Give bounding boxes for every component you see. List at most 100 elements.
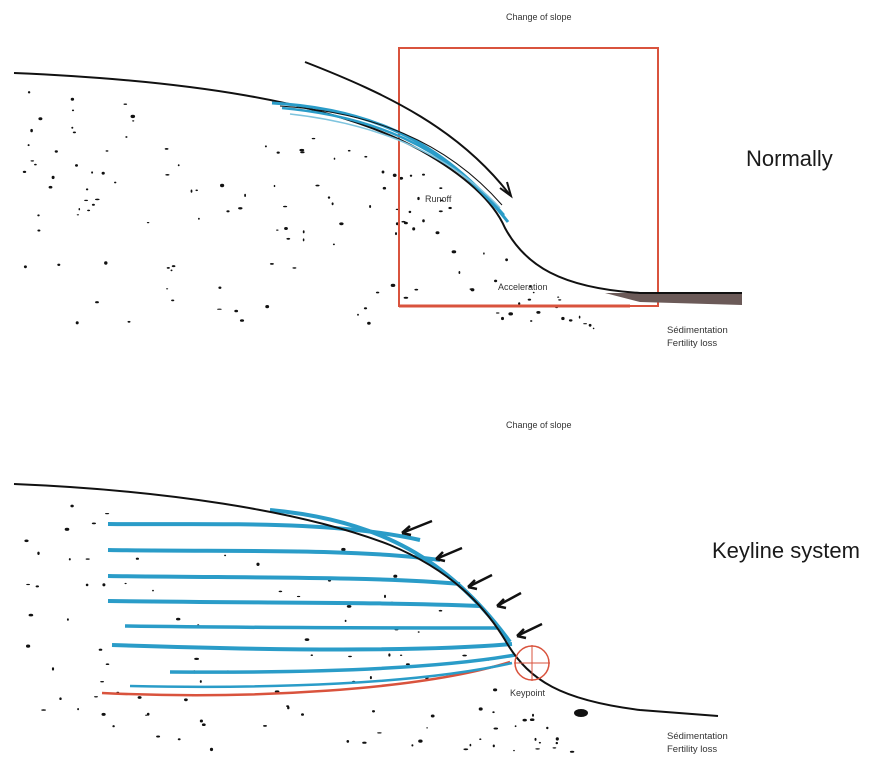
soil-particle: [24, 539, 29, 543]
soil-particle: [130, 114, 136, 119]
soil-particle: [495, 312, 500, 314]
soil-particle: [195, 189, 198, 192]
soil-particle: [100, 681, 104, 683]
soil-particle: [382, 186, 387, 190]
runoff-label: Runoff: [425, 194, 452, 204]
soil-particle: [194, 657, 200, 661]
soil-particle: [426, 727, 428, 729]
soil-particle: [220, 183, 225, 188]
soil-particle: [494, 279, 498, 283]
keyline-panel: [13, 483, 719, 753]
fertility-loss-label-bottom: Fertility loss: [667, 744, 718, 755]
soil-particle: [264, 145, 267, 148]
soil-particle: [399, 176, 404, 180]
soil-particle: [390, 283, 396, 287]
soil-particle: [439, 187, 443, 190]
soil-particle: [59, 697, 62, 700]
soil-particle: [332, 243, 335, 246]
soil-particle: [341, 547, 346, 552]
keyline-channel: [124, 624, 499, 630]
soil-particle: [422, 219, 425, 223]
soil-particle: [274, 690, 280, 693]
incoming-arrows: [401, 519, 543, 640]
soil-particle: [68, 558, 71, 561]
runoff-water-1: [271, 101, 510, 223]
soil-particle: [85, 188, 89, 191]
soil-particle: [284, 227, 288, 230]
soil-particle: [35, 585, 39, 588]
soil-particle: [310, 654, 313, 656]
soil-particle: [27, 144, 30, 147]
soil-particle: [41, 709, 46, 711]
soil-particle: [469, 743, 472, 747]
slope-change-box: [398, 47, 659, 307]
soil-particle: [535, 748, 540, 750]
soil-particle: [346, 605, 352, 608]
soil-particle: [546, 726, 549, 730]
soil-particle: [23, 265, 27, 269]
soil-particle: [327, 196, 331, 199]
soil-particle: [501, 316, 504, 321]
soil-particle: [438, 609, 443, 612]
ground-profile-bottom: [13, 483, 719, 717]
soil-particle: [26, 583, 30, 586]
keyline-channel: [169, 653, 516, 674]
soil-particle: [166, 288, 169, 290]
soil-particle: [478, 707, 483, 711]
soil-particle: [534, 737, 537, 741]
soil-particle: [164, 148, 169, 150]
soil-particle: [98, 648, 103, 651]
soil-particle: [152, 589, 154, 592]
soil-particle: [91, 203, 95, 206]
soil-particle: [569, 750, 575, 753]
keypoint-label: Keypoint: [510, 688, 546, 698]
soil-particle: [26, 644, 31, 648]
soil-particle: [263, 725, 267, 727]
soil-particle: [176, 617, 181, 621]
soil-particle: [369, 676, 372, 680]
runoff-water-3: [289, 113, 501, 209]
soil-particle: [95, 301, 99, 304]
soil-particle: [462, 654, 467, 657]
soil-particle: [403, 296, 409, 299]
soil-particle: [75, 321, 79, 325]
soil-particle: [114, 181, 117, 184]
soil-particle: [171, 265, 176, 268]
soil-particle: [557, 296, 560, 298]
runoff-water-2: [281, 106, 505, 216]
keyline-channels: [107, 508, 516, 689]
soil-particle: [199, 680, 202, 683]
soil-particle: [331, 202, 334, 206]
soil-particle: [369, 205, 372, 208]
soil-particle: [70, 504, 74, 508]
soil-particle: [269, 263, 274, 265]
soil-particle: [51, 175, 55, 180]
soil-particle: [417, 196, 420, 201]
keypoint-marker: [514, 645, 550, 681]
soil-particle: [527, 298, 532, 301]
soil-particle: [347, 149, 351, 152]
slope-change-label-bottom: Change of slope: [506, 420, 572, 430]
soil-particle: [384, 594, 386, 599]
soil-particle: [91, 171, 94, 174]
soil-particle: [578, 315, 581, 319]
soil-particle: [393, 574, 398, 578]
soil-particle: [463, 748, 469, 751]
soil-particle: [104, 261, 108, 265]
soil-particle: [184, 698, 188, 702]
soil-particle: [145, 714, 148, 716]
soil-particle: [85, 583, 89, 587]
soil-particle: [37, 214, 40, 217]
soil-particle: [561, 316, 565, 321]
soil-particle: [300, 151, 305, 154]
soil-particle: [513, 749, 515, 752]
soil-particle: [302, 238, 305, 242]
soil-particle: [146, 222, 150, 224]
stone: [574, 709, 588, 717]
soil-particle: [105, 150, 109, 152]
soil-particle: [27, 91, 31, 94]
soil-particle: [101, 171, 105, 175]
normally-title: Normally: [746, 146, 833, 171]
soil-particle: [493, 688, 498, 692]
